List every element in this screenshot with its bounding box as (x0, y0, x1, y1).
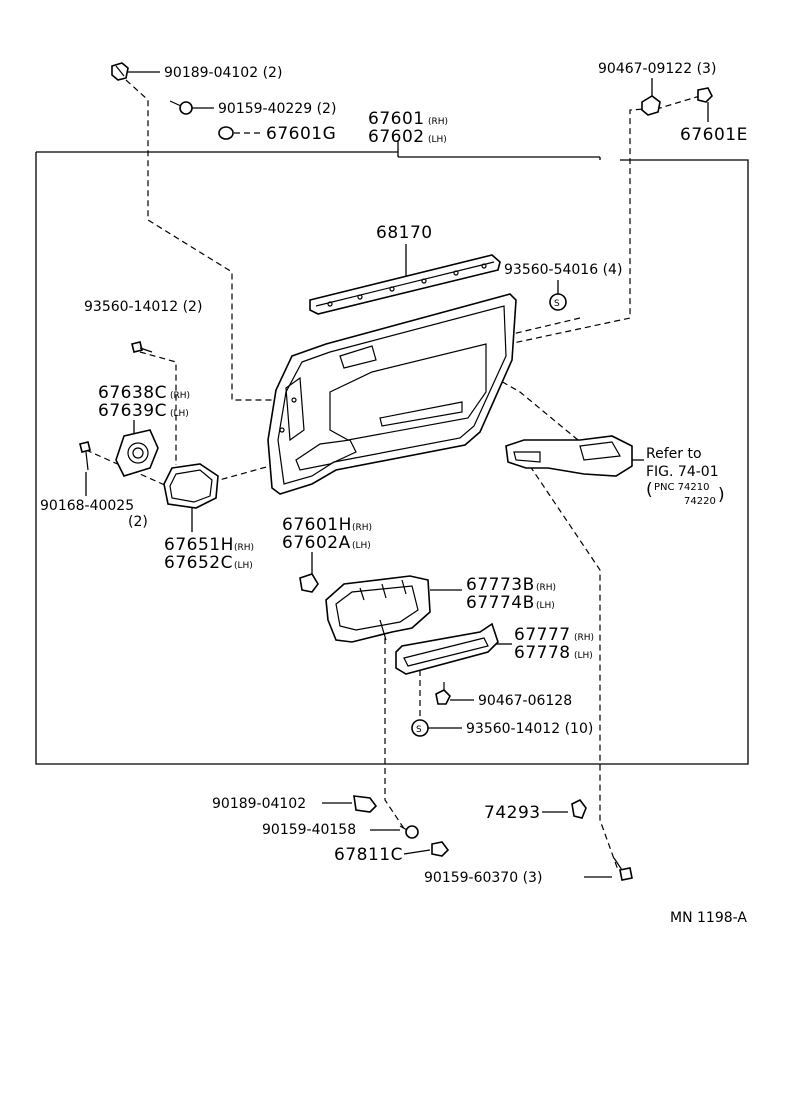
label-67601E: 67601E (680, 125, 748, 145)
clip-90467-06128 (435, 682, 451, 705)
label-67774B-lh: (LH) (536, 601, 555, 611)
screw-90168-40025 (79, 441, 91, 471)
screw-symbol-93560-14012: S (411, 719, 429, 737)
label-refer-to: Refer to (646, 446, 702, 462)
plug-67601G (218, 126, 234, 140)
clip-67601H (299, 573, 319, 593)
svg-text:S: S (554, 299, 560, 309)
label-67639C: 67639C (98, 401, 167, 421)
label-67811C: 67811C (334, 845, 403, 865)
speaker-bracket-67638C (115, 429, 159, 477)
label-67638C: 67638C (98, 383, 167, 403)
screw-90159-40229 (169, 100, 193, 115)
label-67777: 67777 (514, 625, 571, 645)
screw-90159-40158 (399, 825, 419, 839)
label-67601G: 67601G (266, 124, 336, 144)
armrest-ref-fig-74-01 (505, 435, 633, 477)
clip-90467-09122 (641, 95, 661, 116)
label-67601-rh: (RH) (428, 117, 448, 127)
label-67773B-rh: (RH) (536, 583, 556, 593)
pnc-open-paren: ( (646, 480, 653, 500)
label-90189-04102-top: 90189-04102 (2) (164, 65, 282, 81)
label-67651H-rh: (RH) (234, 543, 254, 553)
door-trim-panel-67601 (267, 293, 517, 495)
label-67602: 67602 (368, 127, 425, 147)
clip-67601E (697, 87, 713, 103)
label-67639C-lh: (LH) (170, 409, 189, 419)
diagram-id: MN 1198-A (670, 910, 747, 926)
label-67652C: 67652C (164, 553, 233, 573)
pull-handle-67777 (395, 622, 499, 675)
label-90159-40229: 90159-40229 (2) (218, 101, 336, 117)
label-67652C-lh: (LH) (234, 561, 253, 571)
clip-90189-04102-top (111, 62, 129, 81)
weatherstrip-68170 (309, 254, 501, 315)
label-90467-09122: 90467-09122 (3) (598, 61, 716, 77)
label-67601H: 67601H (282, 515, 352, 535)
clip-74293 (571, 798, 587, 819)
label-93560-14012-2: 93560-14012 (2) (84, 299, 202, 315)
label-67778-lh: (LH) (574, 651, 593, 661)
label-90159-60370: 90159-60370 (3) (424, 870, 542, 886)
speaker-grille-67651H (163, 463, 219, 509)
label-fig-74-01: FIG. 74-01 (646, 464, 719, 480)
label-pnc-74210: PNC 74210 (654, 482, 709, 493)
label-67773B: 67773B (466, 575, 535, 595)
leader-67811C (403, 849, 431, 855)
label-67778: 67778 (514, 643, 571, 663)
label-67651H: 67651H (164, 535, 234, 555)
label-67601: 67601 (368, 109, 425, 129)
label-67602A-lh: (LH) (352, 541, 371, 551)
label-93560-14012-10: 93560-14012 (10) (466, 721, 593, 737)
screw-90159-60370 (613, 857, 633, 881)
label-90159-40158: 90159-40158 (262, 822, 356, 838)
clip-90189-04102-bottom (353, 795, 378, 813)
label-90168-qty: (2) (128, 514, 148, 530)
label-90467-06128: 90467-06128 (478, 693, 572, 709)
pnc-close-paren: ) (718, 485, 725, 505)
label-93560-54016: 93560-54016 (4) (504, 262, 622, 278)
label-90189-04102-bottom: 90189-04102 (212, 796, 306, 812)
label-pnc-74220: 74220 (684, 496, 716, 507)
door-pocket-67773B (325, 575, 431, 643)
screw-symbol-93560-54016: S (549, 293, 567, 311)
label-67638C-rh: (RH) (170, 391, 190, 401)
label-67774B: 67774B (466, 593, 535, 613)
label-67777-rh: (RH) (574, 633, 594, 643)
label-68170: 68170 (376, 223, 433, 243)
assembly-bracket-frame (35, 140, 749, 765)
label-74293: 74293 (484, 803, 541, 823)
label-67602-lh: (LH) (428, 135, 447, 145)
svg-text:S: S (416, 725, 422, 735)
label-90168-40025: 90168-40025 (40, 498, 134, 514)
cap-67811C (431, 841, 450, 857)
screw-93560-14012 (131, 341, 153, 353)
label-67601H-rh: (RH) (352, 523, 372, 533)
label-67602A: 67602A (282, 533, 351, 553)
